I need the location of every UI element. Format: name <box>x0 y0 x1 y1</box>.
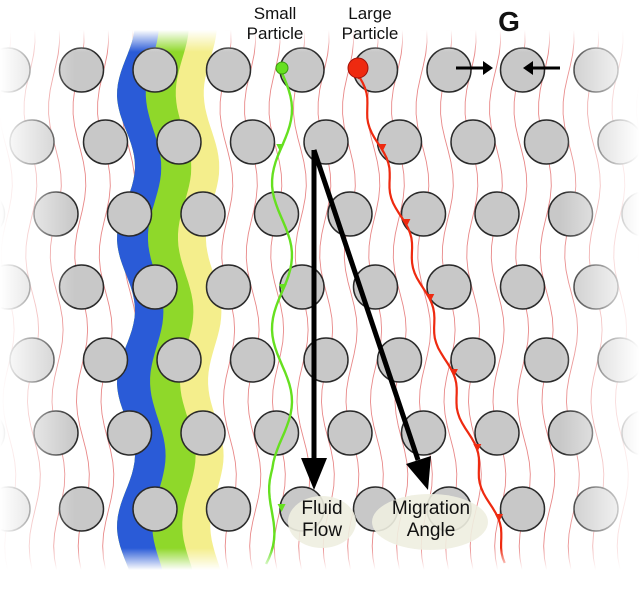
streamline <box>489 30 507 570</box>
large-particle-direction-icon <box>473 444 482 452</box>
pillar <box>426 47 472 93</box>
pillar <box>132 47 178 93</box>
streamline <box>342 30 360 570</box>
pillar <box>106 410 153 456</box>
pillar <box>156 119 202 165</box>
large-particle-marker <box>347 57 369 79</box>
migration-angle-label-backdrop <box>372 494 488 550</box>
pillar <box>303 119 349 165</box>
streamline <box>97 30 115 570</box>
pillar <box>205 486 252 532</box>
pillar <box>156 337 202 383</box>
large-particle-direction-icon <box>426 294 435 302</box>
right-fade <box>560 30 639 570</box>
large-particle-label-line2: Particle <box>341 23 399 43</box>
pillar <box>450 337 496 383</box>
pillar <box>499 486 546 532</box>
top-fade <box>0 30 639 52</box>
gap-arrow-left-icon <box>523 61 560 75</box>
pillar <box>303 337 349 383</box>
pillar <box>426 264 472 310</box>
fluid-flow-arrow-icon <box>301 150 327 490</box>
small-particle-direction-icon <box>276 144 285 152</box>
small-particle-marker <box>275 61 289 75</box>
streamline <box>268 30 286 570</box>
gap-label: G <box>498 6 520 37</box>
left-fade <box>0 30 75 570</box>
large-particle-direction-icon <box>402 219 411 227</box>
pillar <box>279 264 325 310</box>
pillar <box>327 410 373 456</box>
pillar <box>499 264 546 310</box>
small-particle-direction-icon <box>278 284 287 292</box>
pillar <box>180 410 226 456</box>
large-particle-direction-icon <box>378 144 387 152</box>
large-particle-direction-icon <box>494 514 503 522</box>
small-particle-label-line1: Small <box>253 4 297 23</box>
pillar <box>82 337 129 383</box>
pillar <box>132 486 178 532</box>
migration-angle-label-line1: Migration <box>391 498 471 519</box>
streamline <box>317 30 335 570</box>
migration-angle-label-line2: Angle <box>406 519 456 541</box>
pillar <box>229 337 276 383</box>
pillar <box>82 119 129 165</box>
streamline <box>464 30 482 570</box>
small-particle-direction-icon <box>277 504 286 512</box>
pillar <box>205 47 252 93</box>
pillar <box>474 191 520 237</box>
streamline <box>244 30 262 570</box>
gap-arrow-right-icon <box>456 61 493 75</box>
pillar <box>450 119 496 165</box>
migration-angle-label: Migration Angle <box>372 498 490 542</box>
streamline <box>538 30 556 570</box>
small-particle-label: Small Particle <box>238 4 312 43</box>
fluid-flow-label-line2: Flow <box>301 519 343 541</box>
migration-angle-arrow-icon <box>311 149 431 490</box>
bottom-fade <box>0 548 639 570</box>
fluid-flow-label-line1: Fluid <box>301 498 343 519</box>
pillar <box>180 191 226 237</box>
pillar <box>474 410 520 456</box>
pillar <box>253 191 300 237</box>
particle-trajectories <box>265 70 506 565</box>
pillar <box>400 191 447 237</box>
pillar <box>106 191 153 237</box>
large-particle-label-line1: Large <box>348 4 392 23</box>
large-particle-trajectory <box>358 76 506 564</box>
pillar <box>229 119 276 165</box>
fluid-flow-label-backdrop <box>288 496 356 548</box>
pillar <box>132 264 178 310</box>
streamline <box>391 30 409 570</box>
streamline <box>415 30 433 570</box>
fluid-flow-label: Fluid Flow <box>282 498 362 542</box>
large-particle-direction-icon <box>449 369 458 377</box>
large-particle-label: Large Particle <box>328 4 412 43</box>
pillar <box>499 47 546 93</box>
small-particle-label-line2: Particle <box>246 23 304 43</box>
pillar <box>376 119 423 165</box>
pillar <box>205 264 252 310</box>
